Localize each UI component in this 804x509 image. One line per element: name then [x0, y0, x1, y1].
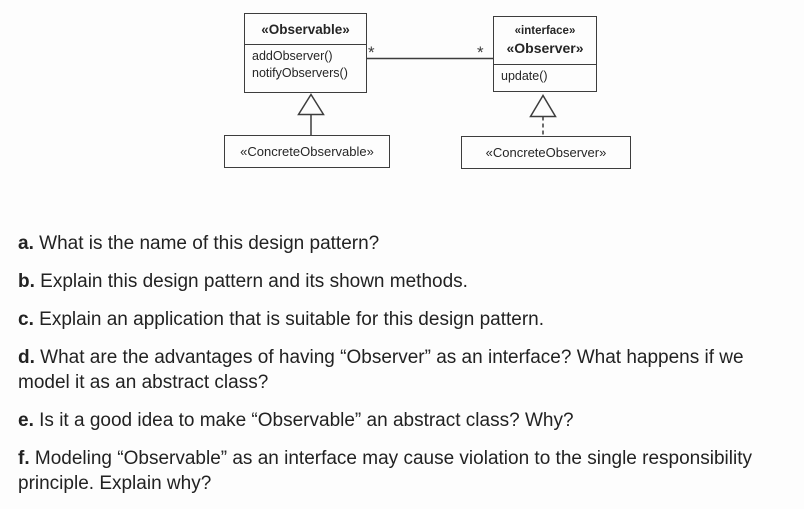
question-f-text-line1: Modeling “Observable” as an interface ma…	[34, 448, 752, 469]
uml-class-diagram: «Observable» addObserver() notifyObserve…	[0, 0, 804, 185]
stereotype-interface: «interface»	[514, 24, 576, 37]
method-notify-observers: notifyObservers()	[252, 66, 348, 80]
class-box-concrete-observer: «ConcreteObserver»	[461, 136, 631, 169]
class-methods-observable: addObserver() notifyObservers()	[245, 45, 366, 85]
question-c-label: c.	[18, 309, 34, 330]
question-f: f. Modeling “Observable” as an interface…	[18, 446, 798, 496]
diagram-connectors	[297, 57, 557, 136]
realization-triangle-icon	[529, 94, 557, 118]
method-add-observer: addObserver()	[252, 49, 333, 63]
multiplicity-target-label: *	[477, 43, 484, 62]
class-title-observable: «Observable»	[245, 14, 366, 45]
question-c-text: Explain an application that is suitable …	[39, 309, 545, 330]
question-c: c. Explain an application that is suitab…	[18, 307, 798, 332]
question-e-label: e.	[18, 410, 34, 431]
question-d-label: d.	[18, 347, 35, 368]
question-b: b. Explain this design pattern and its s…	[18, 269, 798, 294]
question-d-text-line2: model it as an abstract class?	[18, 372, 269, 393]
class-methods-observer: update()	[494, 65, 596, 88]
question-e-text: Is it a good idea to make “Observable” a…	[39, 410, 574, 431]
question-d: d. What are the advantages of having “Ob…	[18, 345, 798, 395]
question-f-text-line2: principle. Explain why?	[18, 473, 212, 494]
question-e: e. Is it a good idea to make “Observable…	[18, 408, 798, 433]
class-box-observable: «Observable» addObserver() notifyObserve…	[244, 13, 367, 93]
multiplicity-source-label: *	[368, 43, 375, 62]
class-box-concrete-observable: «ConcreteObservable»	[224, 135, 390, 168]
question-b-label: b.	[18, 271, 35, 292]
class-title-observer: «interface» «Observer»	[494, 17, 596, 65]
question-d-text-line1: What are the advantages of having “Obser…	[40, 347, 744, 368]
question-a-label: a.	[18, 233, 34, 254]
question-a-text: What is the name of this design pattern?	[39, 233, 380, 254]
class-name-observer: «Observer»	[506, 39, 584, 56]
questions-section: a. What is the name of this design patte…	[18, 231, 798, 509]
generalization-triangle-icon	[297, 93, 325, 116]
question-a: a. What is the name of this design patte…	[18, 231, 798, 256]
class-box-observer: «interface» «Observer» update()	[493, 16, 597, 92]
method-update: update()	[501, 69, 548, 83]
question-b-text: Explain this design pattern and its show…	[40, 271, 468, 292]
question-f-label: f.	[18, 448, 30, 469]
